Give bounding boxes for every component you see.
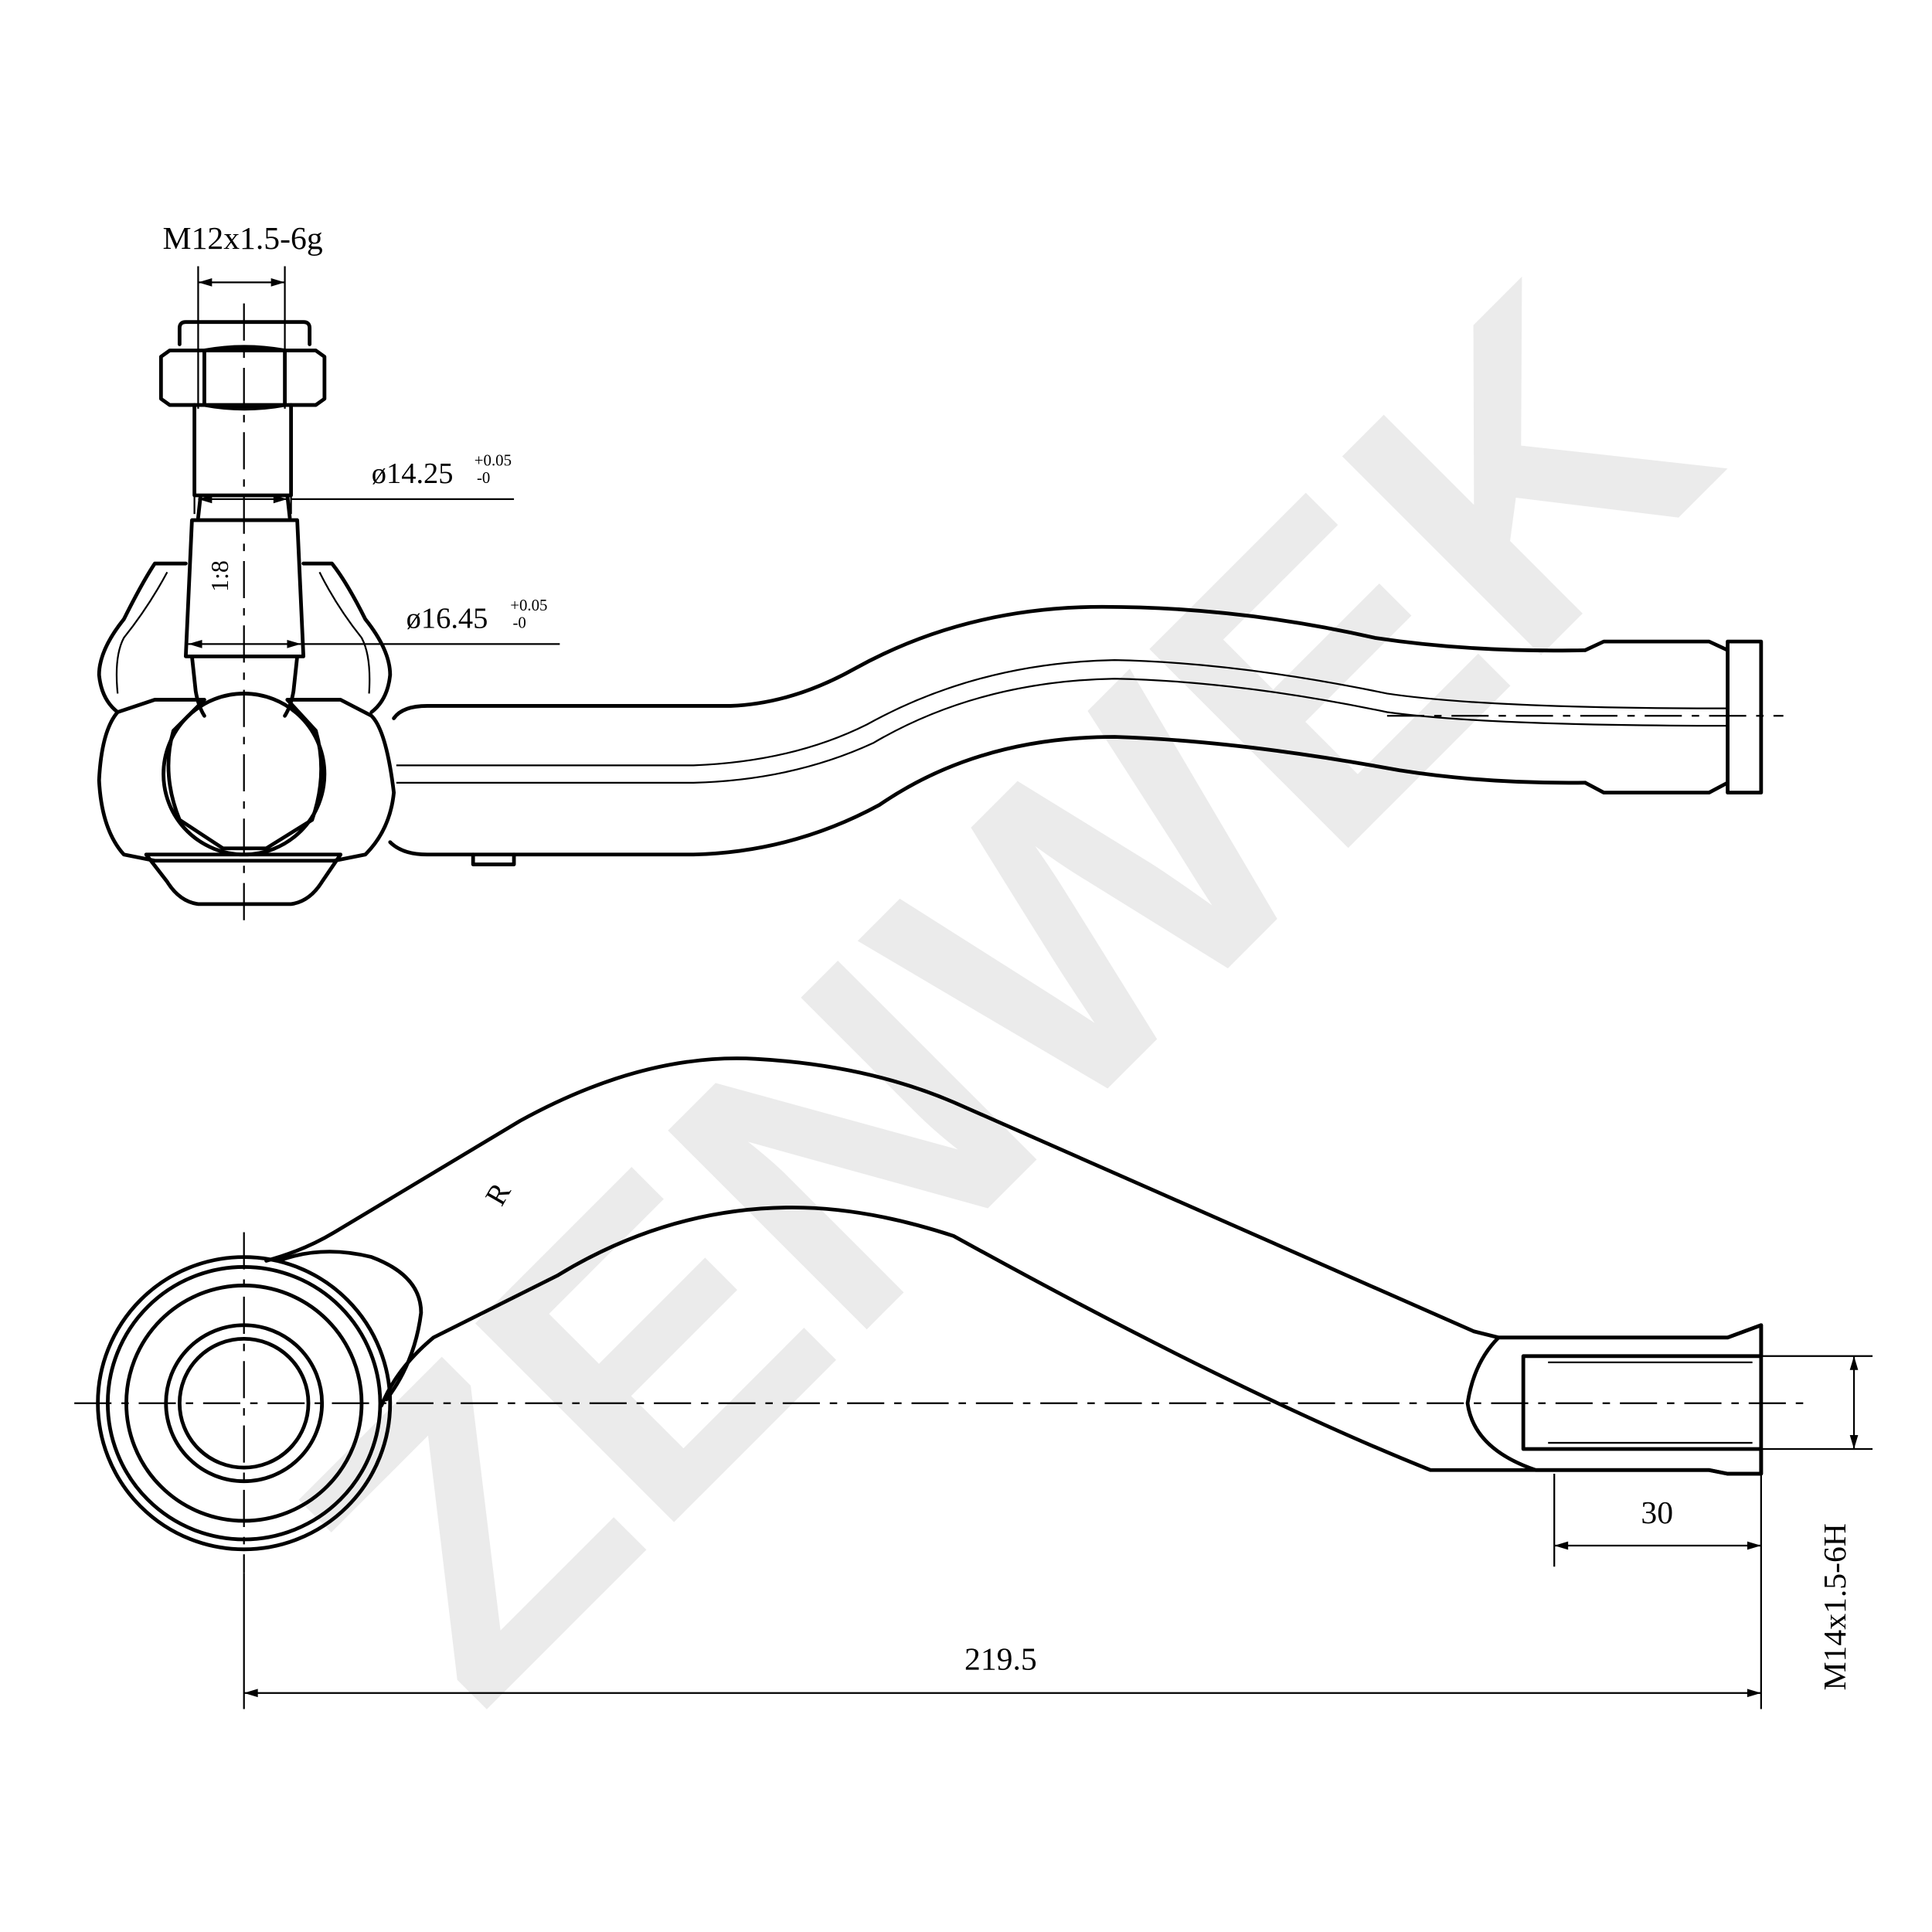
- label-inner-thread: M14x1.5-6H: [1818, 1523, 1853, 1690]
- dust-boot: [97, 561, 393, 714]
- stud-shank: [192, 403, 294, 520]
- dim-thread: [197, 266, 286, 409]
- socket-section: [1465, 1323, 1764, 1476]
- boot-inner: [115, 571, 371, 694]
- label-dia2-upper-tol: +0.05: [510, 596, 547, 614]
- label-stud-thread: M12x1.5-6g: [163, 221, 323, 257]
- bottom-cap: [144, 852, 343, 906]
- bottom-view: R 219.5 30 M14x1.5-6H: [74, 1056, 1873, 1709]
- label-overall-length: 219.5: [964, 1641, 1037, 1677]
- arm-lower-edge: [388, 735, 1587, 857]
- dim-ext-lines: [243, 1474, 1762, 1709]
- dim-ext-14: [193, 480, 515, 515]
- arm-upper-edge: [392, 604, 1587, 720]
- arm-outline: [264, 1056, 1764, 1476]
- top-view: M12x1.5-6g ø14.25 +0.05 -0 ø16.45 +0.05 …: [97, 221, 1784, 923]
- housing-section: [97, 698, 396, 863]
- watermark: ZENWEK: [217, 205, 1792, 1780]
- label-dia1-upper-tol: +0.05: [474, 451, 512, 470]
- hex-nut: [158, 345, 327, 411]
- label-dia1: ø14.25: [372, 457, 454, 490]
- thread-lines: [1548, 1361, 1753, 1444]
- end-neck: [1583, 639, 1730, 795]
- svg-text:ZENWEK: ZENWEK: [217, 205, 1792, 1780]
- end-flange: [1726, 639, 1764, 795]
- arm-inner-lines: [396, 659, 1728, 784]
- stud-inner: [177, 1336, 311, 1470]
- label-dia1-lower-tol: -0: [477, 468, 490, 487]
- label-dia2-lower-tol: -0: [512, 614, 526, 632]
- label-taper: 1:8: [206, 560, 233, 592]
- label-dia2: ø16.45: [406, 603, 488, 635]
- label-thread-depth: 30: [1641, 1495, 1673, 1531]
- lug: [471, 852, 516, 866]
